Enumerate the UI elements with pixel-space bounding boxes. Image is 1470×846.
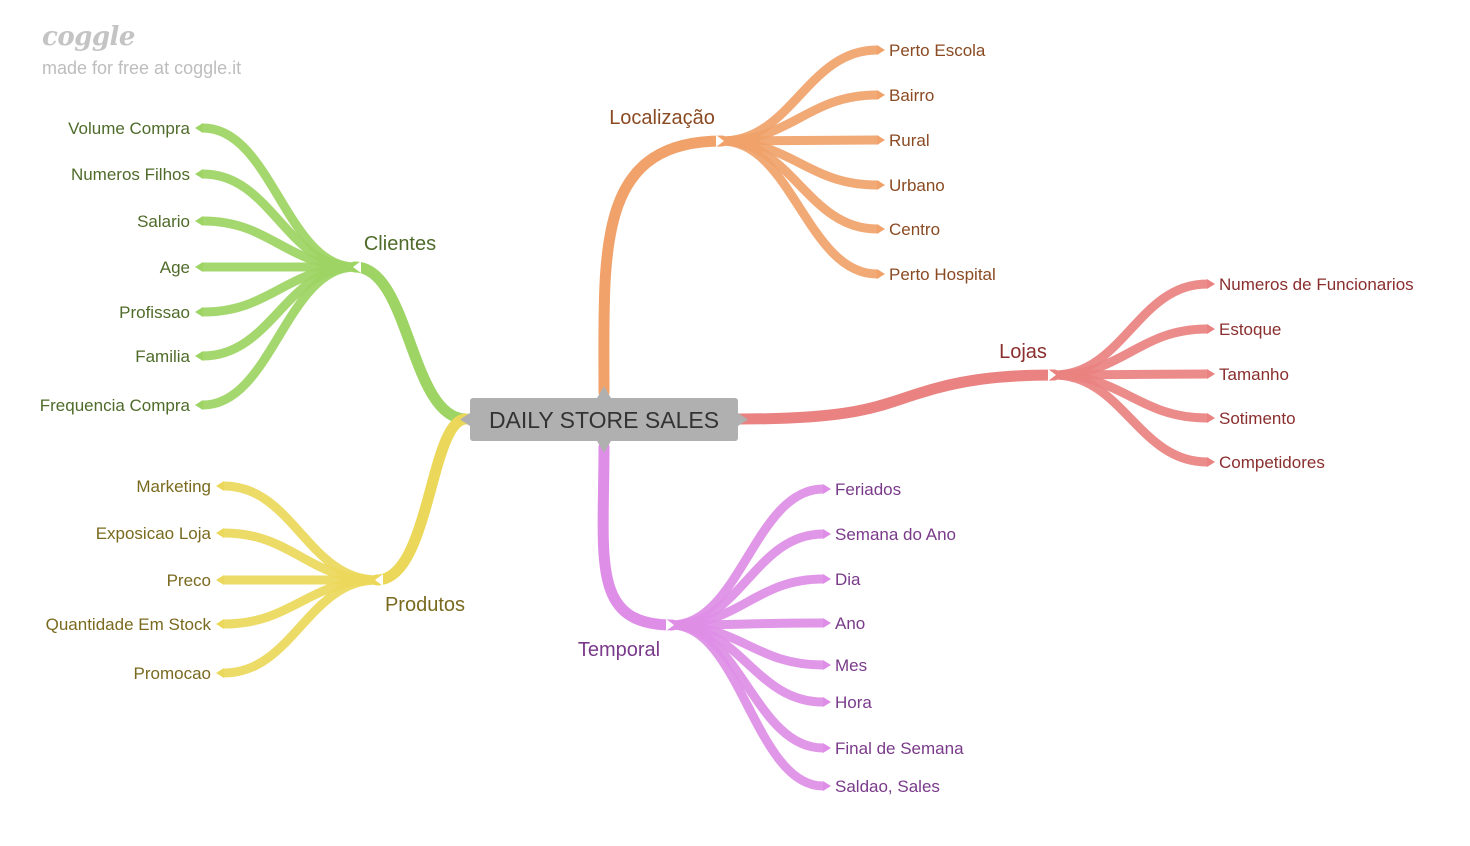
edge-tip-lojas-estoque [1207,324,1215,334]
leaf-localizacao-centro[interactable]: Centro [889,220,940,239]
edge-produtos-trunk [371,413,472,586]
leaf-clientes-familia[interactable]: Familia [135,347,190,366]
leaf-localizacao-bairro[interactable]: Bairro [889,86,934,105]
leaf-lojas-competidores[interactable]: Competidores [1219,453,1325,472]
leaf-clientes-profissao[interactable]: Profissao [119,303,190,322]
edge-tip-localizacao-bairro [877,90,885,100]
leaf-temporal-ano[interactable]: Ano [835,614,865,633]
edge-tip-temporal-feriados [823,484,831,494]
edge-produtos-promocao [223,575,378,678]
hub-marker-clientes [353,261,361,273]
hub-marker-temporal [666,619,674,631]
edge-tip-produtos-marketing [216,481,224,491]
leaf-temporal-mes[interactable]: Mes [835,656,867,675]
edge-tip-clientes-numeros-filhos [195,169,203,179]
leaf-produtos-exposicao-loja[interactable]: Exposicao Loja [96,524,212,543]
edge-tip-clientes-age [195,262,203,272]
edge-tip-lojas-competidores [1207,457,1215,467]
edge-tip-produtos-exposicao-loja [216,528,224,538]
leaf-temporal-semana-do-ano[interactable]: Semana do Ano [835,525,956,544]
edge-tip-localizacao-urbano [877,180,885,190]
edge-tip-localizacao-perto-escola [877,45,885,55]
edge-tip-localizacao-centro [877,224,885,234]
edge-tip-lojas-sotimento [1207,413,1215,423]
edge-temporal-saldao-sales [671,620,824,791]
edge-localizacao-perto-hospital [721,136,878,279]
leaf-clientes-age[interactable]: Age [160,258,190,277]
mind-map-edges [195,45,1215,791]
edge-clientes-trunk [349,261,472,425]
edge-tip-lojas-tamanho [1207,369,1215,379]
edge-lojas-trunk [734,369,1060,425]
edge-localizacao-trunk [598,135,728,398]
leaf-produtos-marketing[interactable]: Marketing [136,477,211,496]
branch-localizacao-label[interactable]: Localização [609,107,715,129]
leaf-clientes-salario[interactable]: Salario [137,212,190,231]
leaf-produtos-promocao[interactable]: Promocao [134,664,211,683]
leaf-lojas-sotimento[interactable]: Sotimento [1219,409,1296,428]
leaf-temporal-final-de-semana[interactable]: Final de Semana [835,739,964,758]
coggle-branding: coggle made for free at coggle.it [42,22,241,79]
edge-tip-temporal-dia [823,574,831,584]
branch-lojas-label[interactable]: Lojas [999,341,1047,363]
leaf-temporal-feriados[interactable]: Feriados [835,480,901,499]
edge-temporal-trunk [597,441,678,631]
edge-tip-clientes-salario [195,216,203,226]
leaf-localizacao-urbano[interactable]: Urbano [889,176,945,195]
edge-tip-temporal-hora [823,697,831,707]
edge-tip-temporal-saldao-sales [823,781,831,791]
leaf-lojas-estoque[interactable]: Estoque [1219,320,1281,339]
coggle-tagline: made for free at coggle.it [42,58,242,78]
leaf-clientes-numeros-filhos[interactable]: Numeros Filhos [71,165,190,184]
root-node-notch-bottom [597,441,611,453]
edge-tip-produtos-preco [216,575,224,585]
leaf-temporal-saldao-sales[interactable]: Saldao, Sales [835,777,940,796]
root-node-notch-top [597,386,611,398]
leaf-lojas-tamanho[interactable]: Tamanho [1219,365,1289,384]
root-node-notch-right [738,413,748,426]
branch-clientes-label[interactable]: Clientes [364,233,436,255]
leaf-clientes-frequencia-compra[interactable]: Frequencia Compra [40,396,191,415]
edge-tip-clientes-profissao [195,307,203,317]
edge-tip-temporal-mes [823,660,831,670]
root-node-box [470,398,738,441]
coggle-logo: coggle [42,22,135,52]
branch-produtos-label[interactable]: Produtos [385,594,465,616]
leaf-localizacao-rural[interactable]: Rural [889,131,930,150]
leaf-lojas-numeros-de-funcionarios[interactable]: Numeros de Funcionarios [1219,275,1414,294]
edge-tip-clientes-volume-compra [195,123,203,133]
leaf-produtos-quantidade-em-stock[interactable]: Quantidade Em Stock [46,615,212,634]
edge-clientes-frequencia-compra [202,262,356,410]
branch-temporal-label[interactable]: Temporal [578,639,660,661]
root-node-notch-left [460,413,470,426]
hub-marker-localizacao [716,135,724,147]
leaf-produtos-preco[interactable]: Preco [167,571,211,590]
hub-marker-lojas [1048,369,1056,381]
root-node-label: DAILY STORE SALES [489,407,719,433]
root-node[interactable]: DAILY STORE SALES [460,386,748,453]
leaf-localizacao-perto-hospital[interactable]: Perto Hospital [889,265,996,284]
edge-tip-temporal-semana-do-ano [823,529,831,539]
leaf-temporal-hora[interactable]: Hora [835,693,872,712]
hub-marker-produtos [375,574,383,586]
edge-tip-clientes-familia [195,351,203,361]
edge-tip-clientes-frequencia-compra [195,400,203,410]
edge-tip-temporal-ano [823,618,831,628]
edge-tip-temporal-final-de-semana [823,743,831,753]
edge-tip-produtos-promocao [216,668,224,678]
edge-lojas-competidores [1053,370,1208,467]
leaf-clientes-volume-compra[interactable]: Volume Compra [68,119,190,138]
edge-tip-localizacao-perto-hospital [877,269,885,279]
edge-tip-lojas-numeros-de-funcionarios [1207,279,1215,289]
leaf-temporal-dia[interactable]: Dia [835,570,861,589]
edge-tip-localizacao-rural [877,135,885,145]
edge-tip-produtos-quantidade-em-stock [216,619,224,629]
leaf-localizacao-perto-escola[interactable]: Perto Escola [889,41,986,60]
